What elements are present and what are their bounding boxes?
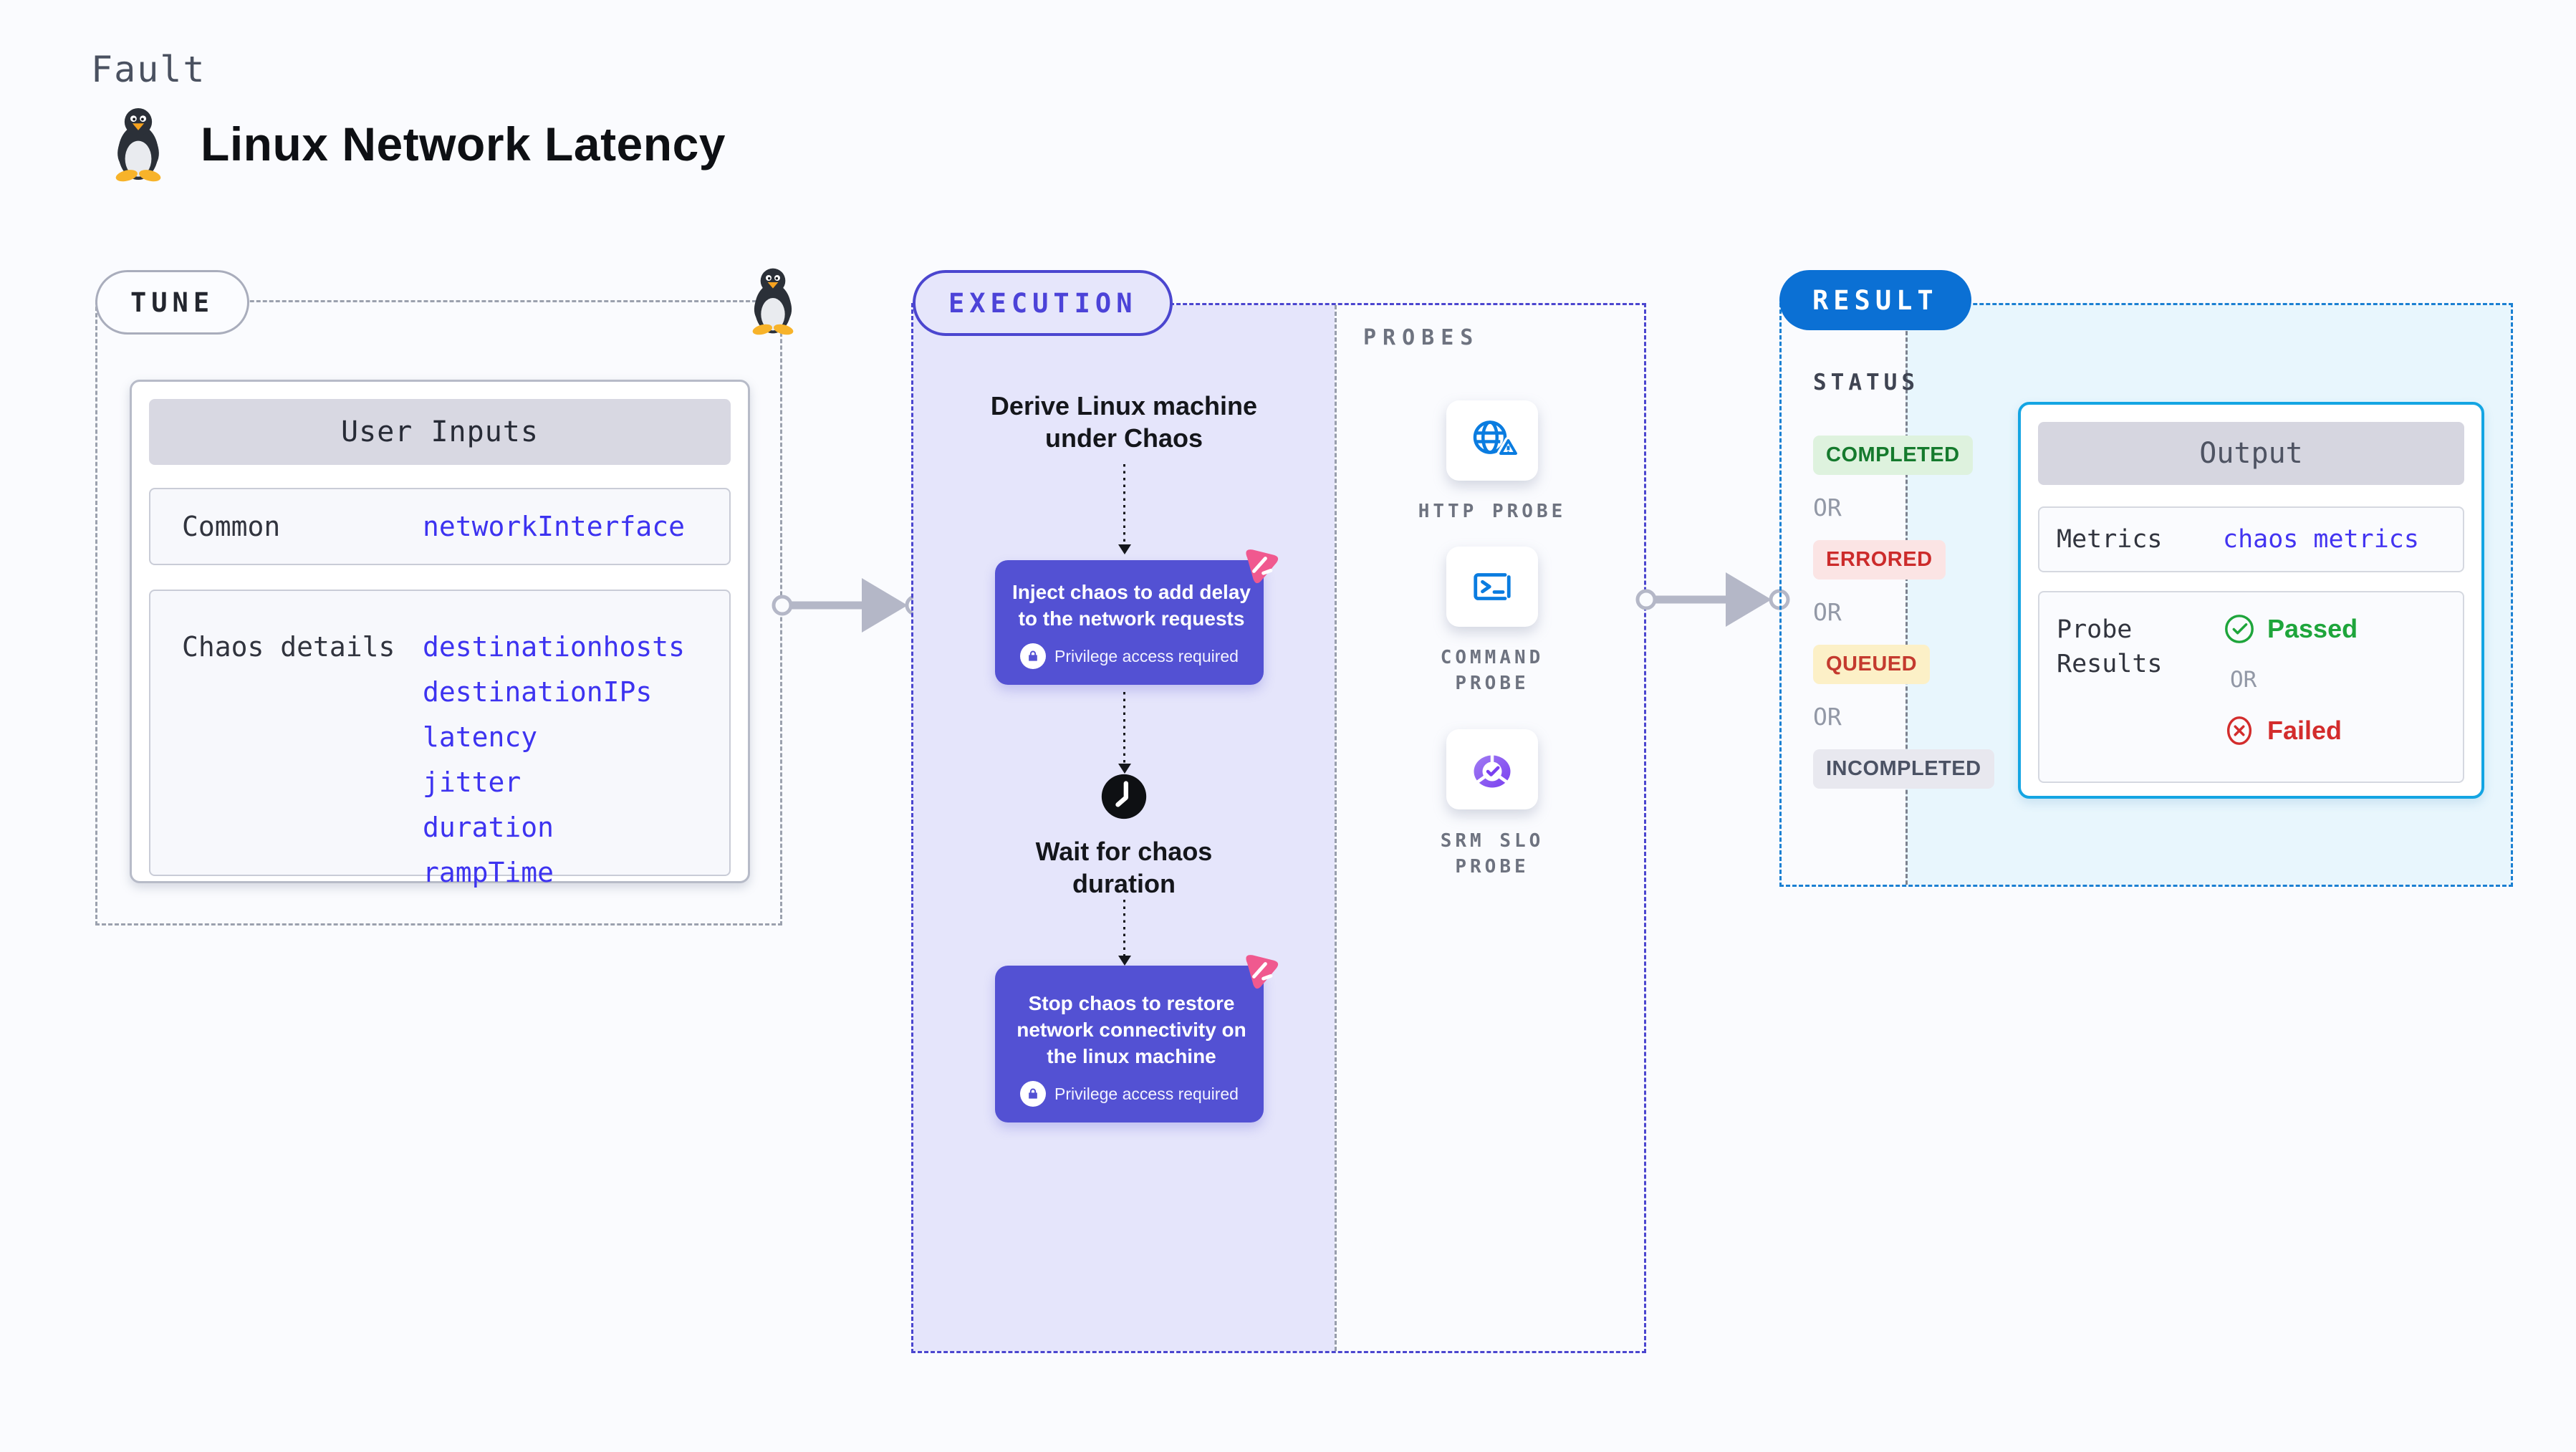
lock-icon xyxy=(1020,1081,1047,1107)
status-badge-completed: COMPLETED xyxy=(1813,436,1973,475)
metrics-row: Metrics chaos metrics xyxy=(2038,506,2464,572)
wait-step-label: Wait for chaos duration xyxy=(1035,837,1213,898)
stop-chaos-node: Stop chaos to restore network connectivi… xyxy=(995,966,1264,1122)
flow-arrow-down-icon xyxy=(1123,692,1125,764)
clock-icon xyxy=(1100,772,1148,821)
srm-slo-probe-label: SRM SLO PROBE xyxy=(1440,830,1544,878)
command-probe-card xyxy=(1446,547,1538,627)
status-column: STATUS COMPLETED OR ERRORED OR QUEUED OR… xyxy=(1813,370,1994,789)
input-row-value: jitter xyxy=(423,766,522,798)
status-badge-incompleted: INCOMPLETED xyxy=(1813,749,1994,789)
probes-section-label: PROBES xyxy=(1363,325,1480,350)
execution-section-badge: EXECUTION xyxy=(913,270,1173,336)
stop-chaos-title: Stop chaos to restore network connectivi… xyxy=(1017,992,1246,1067)
slo-donut-check-icon xyxy=(1474,753,1511,788)
input-row-value: destinationIPs xyxy=(423,676,653,708)
failed-label: Failed xyxy=(2267,716,2342,745)
status-label: STATUS xyxy=(1813,370,1919,395)
tune-to-execution-arrow-icon xyxy=(772,572,926,639)
or-label: OR xyxy=(1813,494,1842,521)
x-circle-icon xyxy=(2226,716,2252,745)
srm-slo-probe-card xyxy=(1446,729,1538,809)
http-probe-card xyxy=(1446,400,1538,481)
http-probe-label: HTTP PROBE xyxy=(1418,501,1567,522)
privilege-row: Privilege access required xyxy=(1008,643,1251,669)
input-row-label: Chaos details xyxy=(182,631,395,663)
execution-probes-divider xyxy=(1335,305,1337,1351)
user-input-row-chaos-details: Chaos details destinationhosts destinati… xyxy=(149,590,731,888)
user-inputs-card: User Inputs Common networkInterface Chao… xyxy=(130,380,750,888)
user-input-row-common: Common networkInterface xyxy=(149,488,731,565)
probe-results-label: Probe Results xyxy=(2057,615,2163,678)
terminal-icon xyxy=(1474,573,1511,600)
check-circle-icon xyxy=(2225,615,2254,643)
flow-arrow-down-icon xyxy=(1123,464,1125,544)
globe-alert-icon xyxy=(1473,420,1518,458)
tune-section-badge: TUNE xyxy=(95,270,250,335)
command-probe-label: COMMAND PROBE xyxy=(1440,647,1544,694)
input-row-value: destinationhosts xyxy=(423,631,686,663)
execution-flow-panel xyxy=(913,305,1335,1351)
chaos-pink-icon xyxy=(1238,543,1281,586)
chaos-details-values: destinationhosts destinationIPs latency … xyxy=(423,631,686,888)
flow-arrow-down-icon xyxy=(1123,900,1125,956)
status-badge-errored: ERRORED xyxy=(1813,540,1946,580)
page-title-row: Linux Network Latency xyxy=(106,106,726,182)
status-badge-queued: QUEUED xyxy=(1813,645,1931,684)
tux-penguin-icon xyxy=(115,107,162,182)
input-row-label: Common xyxy=(182,511,281,542)
privilege-row: Privilege access required xyxy=(1008,1081,1251,1107)
execution-to-result-arrow-icon xyxy=(1635,566,1790,633)
probe-results-row: Probe Results Passed OR Failed xyxy=(2038,591,2464,783)
input-row-value: networkInterface xyxy=(423,511,686,542)
passed-result: Passed xyxy=(2223,612,2358,645)
privilege-label: Privilege access required xyxy=(1054,646,1239,665)
fault-label: Fault xyxy=(91,49,206,90)
or-label: OR xyxy=(1813,598,1842,626)
output-header: Output xyxy=(2038,422,2464,485)
user-inputs-header: User Inputs xyxy=(149,399,731,465)
failed-result: Failed xyxy=(2223,714,2358,747)
result-section: STATUS COMPLETED OR ERRORED OR QUEUED OR… xyxy=(1779,303,2513,887)
metrics-label: Metrics xyxy=(2057,525,2163,554)
probe-results-values: Passed OR Failed xyxy=(2223,612,2358,782)
execution-section: Derive Linux machine under Chaos Inject … xyxy=(911,303,1646,1353)
derive-step-label: Derive Linux machine under Chaos xyxy=(990,391,1258,453)
status-output-divider xyxy=(1905,305,1908,885)
lock-icon xyxy=(1020,643,1047,669)
tux-penguin-icon xyxy=(751,268,794,335)
page-title: Linux Network Latency xyxy=(201,117,726,170)
chaos-pink-icon xyxy=(1238,948,1281,991)
or-label: OR xyxy=(2230,667,2257,693)
inject-chaos-title: Inject chaos to add delay to the network… xyxy=(1012,581,1251,630)
input-row-value: latency xyxy=(423,721,538,753)
passed-label: Passed xyxy=(2267,614,2358,643)
output-card: Output Metrics chaos metrics Probe Resul… xyxy=(2018,402,2484,799)
metrics-value: chaos metrics xyxy=(2223,525,2419,554)
privilege-label: Privilege access required xyxy=(1054,1084,1239,1103)
input-row-value: duration xyxy=(423,812,554,843)
input-row-value: rampTime xyxy=(423,857,554,888)
result-section-badge: RESULT xyxy=(1779,270,1971,330)
or-label: OR xyxy=(1813,703,1842,731)
inject-chaos-node: Inject chaos to add delay to the network… xyxy=(995,560,1264,685)
